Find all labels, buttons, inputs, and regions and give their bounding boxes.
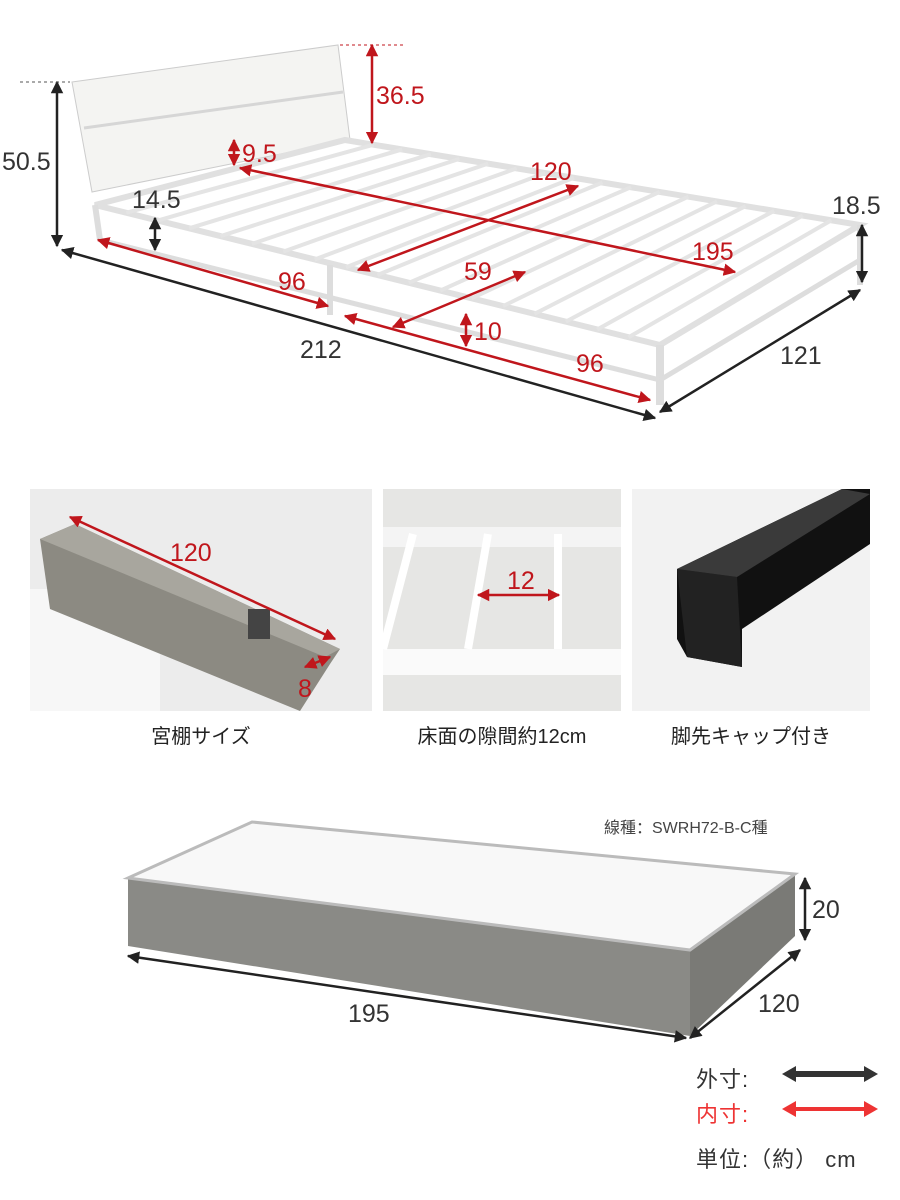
dim-center-width: 59 [464, 258, 492, 286]
dim-headboard-gap: 9.5 [242, 140, 277, 168]
wire-type-label: 線種：SWRH72-B-C種 [604, 820, 768, 837]
shelf-depth-dim: 8 [298, 675, 312, 703]
dim-total-width: 121 [780, 342, 822, 370]
shelf-photo: 120 8 [30, 489, 372, 711]
dim-total-height: 50.5 [2, 148, 51, 176]
bed-slat [314, 171, 546, 262]
bed-slat [282, 166, 518, 254]
dim-under-clearance: 10 [474, 318, 502, 346]
bed-slat [470, 194, 690, 301]
legend-outer-label: 外寸: [696, 1067, 750, 1092]
leg-cap-photo [632, 489, 870, 711]
legend-inner-label: 内寸: [696, 1102, 750, 1127]
bed-slat [502, 199, 718, 308]
mattress-width-dim: 120 [758, 990, 800, 1018]
outer-dimension-arrow-icon [782, 1066, 878, 1082]
dim-foot-height: 18.5 [832, 192, 881, 220]
dim-headboard-height: 36.5 [376, 82, 425, 110]
shelf-caption: 宮棚サイズ [151, 726, 251, 748]
bed-slat [345, 175, 575, 270]
dim-frame-height: 14.5 [132, 186, 181, 214]
slat-gap-caption: 床面の隙間約12cm [417, 726, 587, 748]
slat-gap-dim: 12 [507, 567, 535, 595]
inner-dimension-arrow-icon [782, 1101, 878, 1117]
dim-inner-length: 195 [692, 238, 734, 266]
mattress-diagram: 20 195 120 [122, 820, 840, 1043]
bed-slat [564, 209, 776, 324]
bed-slat [251, 161, 489, 246]
dim-inner-width: 120 [530, 158, 572, 186]
mattress-height-dim: 20 [812, 896, 840, 924]
legend-unit-label: 単位:（約） cm [696, 1147, 857, 1172]
bed-slat [408, 185, 632, 285]
dim-total-length: 212 [300, 336, 342, 364]
mattress-length-dim: 195 [348, 1000, 390, 1028]
shelf-width-dim: 120 [170, 539, 212, 567]
dim-half-length-left: 96 [278, 268, 306, 296]
headboard [71, 44, 351, 193]
slat-gap-photo: 12 [383, 489, 621, 711]
leg-cap-caption: 脚先キャップ付き [671, 726, 831, 748]
dim-half-length-right: 96 [576, 350, 604, 378]
bed-frame-diagram: 50.5 36.5 9.5 120 195 14.5 18.5 96 96 59… [2, 43, 881, 421]
